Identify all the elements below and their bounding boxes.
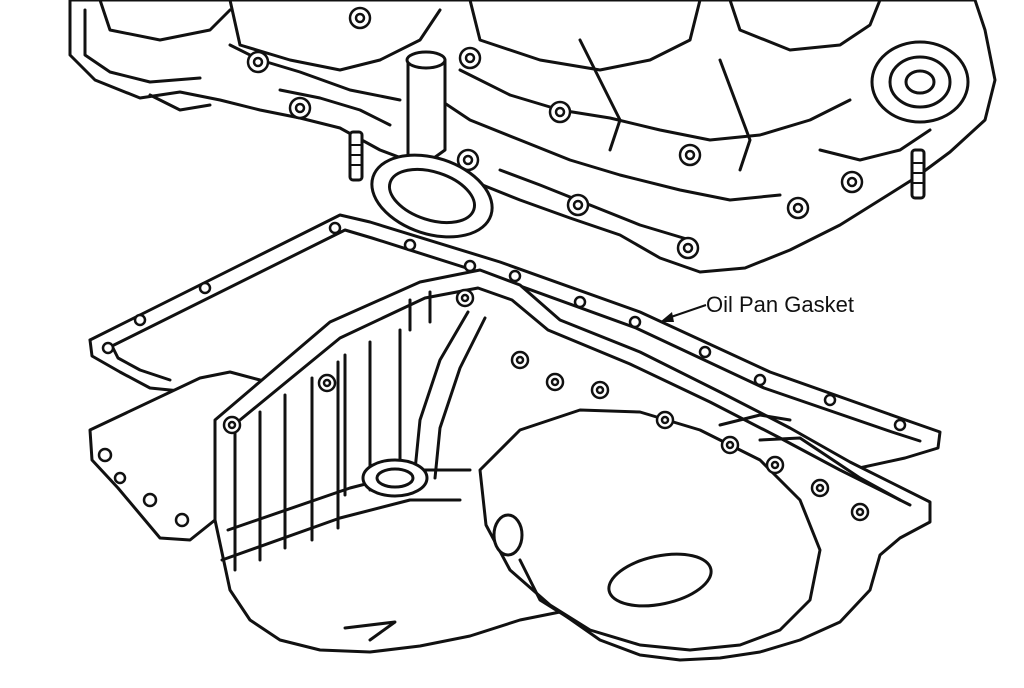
oil-pan-gasket bbox=[88, 213, 942, 478]
oil-pan bbox=[88, 268, 932, 662]
engine-block bbox=[68, 0, 997, 274]
callout-label: Oil Pan Gasket bbox=[706, 292, 854, 317]
gasket-callout: Oil Pan Gasket bbox=[660, 292, 854, 322]
callout-arrowhead bbox=[660, 312, 674, 322]
callout-leader-line bbox=[667, 304, 707, 319]
